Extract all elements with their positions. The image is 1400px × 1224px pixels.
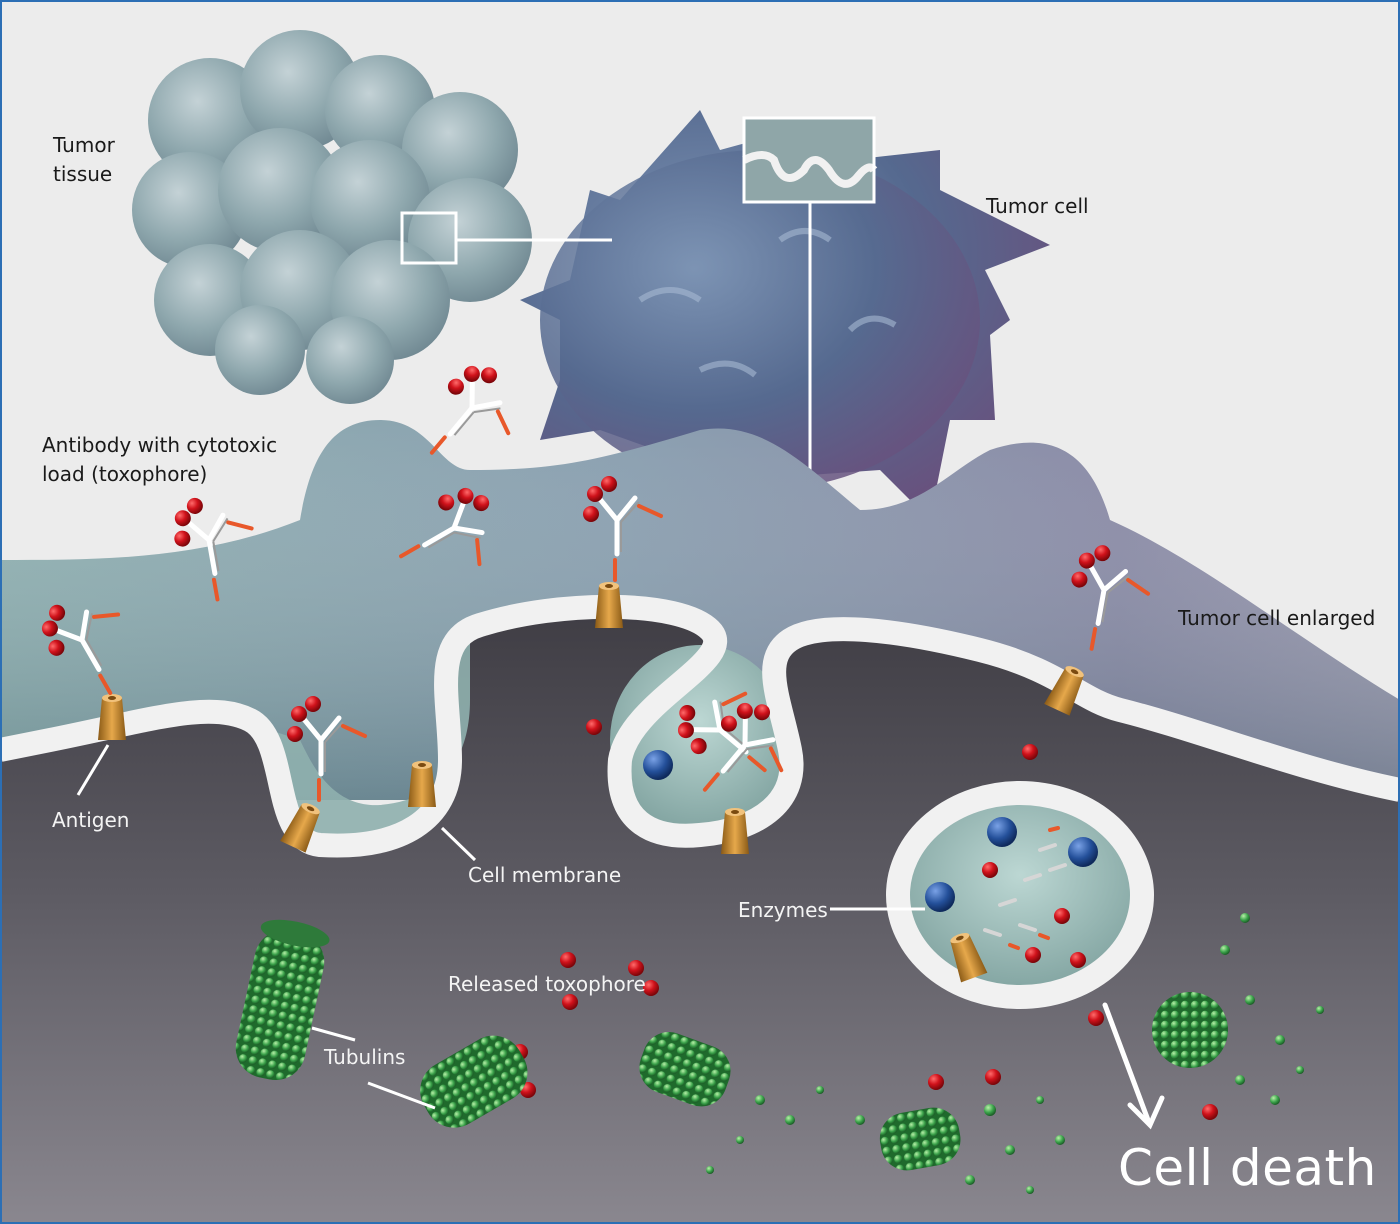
tubulin-intact-1 [235,919,330,1081]
tubulin-degrading-2 [879,1107,961,1171]
lysosome-membrane [886,781,1154,1009]
label-tumor-tissue-line1: Tumor [53,133,115,157]
tubulin-fragments [706,913,1324,1194]
tissue-zoom-box [400,211,458,265]
cell-death-arrow [1102,1002,1165,1130]
label-released-toxophore: Released toxophore [448,972,646,996]
membrane-zoom-box [742,116,878,204]
label-cell-death: Cell death [1118,1139,1377,1197]
tubulin-degrading-1 [639,1032,731,1107]
label-cell-membrane: Cell membrane [468,863,622,887]
label-antibody-line2: load (toxophore) [42,462,208,486]
label-tumor-cell: Tumor cell [986,194,1089,218]
tubulin-degrading-3 [1152,992,1228,1068]
label-tumor-tissue-line2: tissue [53,162,113,186]
label-antibody-line1: Antibody with cytotoxic [42,433,278,457]
label-antigen: Antigen [52,808,130,832]
label-tumor-cell-enlarged: Tumor cell enlarged [1178,606,1376,630]
label-tubulins: Tubulins [324,1045,406,1069]
label-enzymes: Enzymes [738,898,828,922]
tubulin-intact-2 [420,1035,528,1128]
tumor-tissue-cluster [132,30,532,404]
tumor-cell-illustration [520,110,1050,520]
